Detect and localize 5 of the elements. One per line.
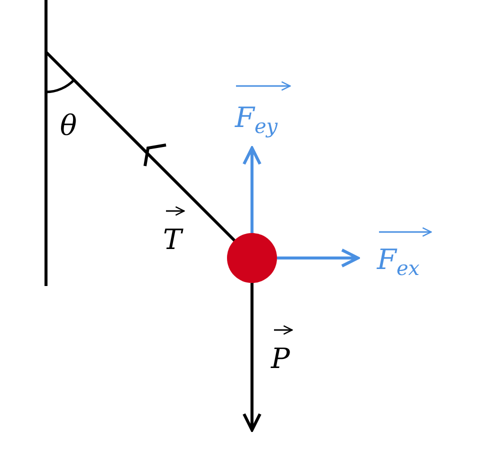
angle-label: θ [60,112,77,140]
force-label: F$_{ey}$ [235,104,278,136]
force-label: F$_{ex}$ [377,246,420,278]
force-label: P [271,345,290,373]
force-label: T [163,226,182,254]
